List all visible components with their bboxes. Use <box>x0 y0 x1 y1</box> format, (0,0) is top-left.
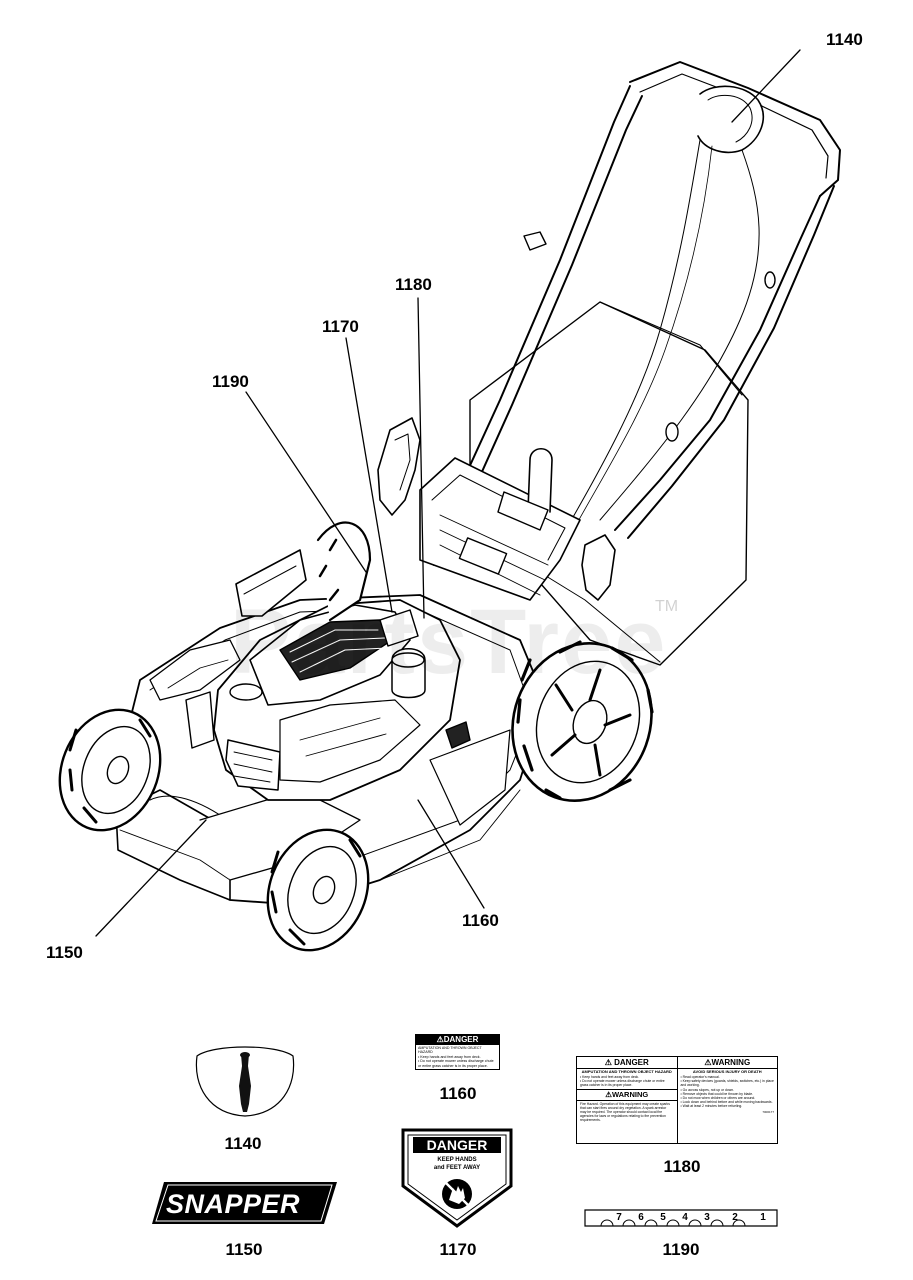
decal-1180-line: • Do not mow when children or others are… <box>680 1096 756 1101</box>
decal-1180-line: • Keep hands and feet away from deck. <box>580 1075 640 1079</box>
decal-1170: DANGER KEEP HANDS and FEET AWAY <box>401 1128 513 1228</box>
decal-1180-warning-right-header: ⚠WARNING <box>677 1057 777 1069</box>
decal-1140-grip <box>195 1046 295 1117</box>
decal-1180-line: • Go across slopes, not up or down. <box>680 1087 735 1092</box>
decal-1160-line: • Do not operate mower unless discharge … <box>418 1059 494 1068</box>
callout-1160: 1160 <box>462 911 499 930</box>
watermark: PartsTree <box>230 591 668 693</box>
decal-1160-label: 1160 <box>439 1084 477 1103</box>
scale-number: 4 <box>682 1212 688 1223</box>
decal-1180-line: • Wait at least 2 minutes before refueli… <box>680 1104 743 1109</box>
decal-1180-line: • Read operator's manual. <box>680 1075 720 1079</box>
decal-1160-line: AMPUTATION AND THROWN OBJECT HAZARD <box>418 1046 482 1055</box>
callout-1140: 1140 <box>826 30 863 49</box>
decal-1180-warning-right-body: • Read operator's manual. • Keep safety … <box>678 1074 778 1110</box>
callout-1180: 1180 <box>395 275 432 294</box>
decal-1150-logo: SNAPPER <box>152 1182 337 1224</box>
decal-1180-right: ⚠WARNING AVOID SERIOUS INJURY OR DEATH •… <box>677 1057 778 1143</box>
decal-1180-line: • Do not operate mower unless discharge … <box>580 1079 665 1088</box>
leader-lines <box>95 49 801 937</box>
scale-number: 3 <box>704 1212 710 1223</box>
decal-1180-line: • Keep safety devices (guards, shields, … <box>680 1079 774 1088</box>
decal-1160-text: AMPUTATION AND THROWN OBJECT HAZARD • Ke… <box>416 1045 499 1069</box>
scale-number: 2 <box>732 1212 738 1223</box>
decal-1160-header: ⚠DANGER <box>416 1035 499 1045</box>
callout-1150: 1150 <box>46 943 83 962</box>
decal-1180-danger-header: ⚠ DANGER <box>577 1057 677 1069</box>
handle-assembly <box>377 61 841 601</box>
engine <box>213 599 471 801</box>
callout-1170: 1170 <box>322 317 359 336</box>
decal-1170-header: DANGER <box>427 1137 488 1153</box>
decal-1190-label: 1190 <box>662 1240 700 1259</box>
decal-1140-label: 1140 <box>224 1134 262 1153</box>
decal-1170-line2: and FEET AWAY <box>434 1165 480 1171</box>
decal-1180-line: • Look down and behind before and while … <box>680 1100 773 1105</box>
decal-1180-danger-sub: AMPUTATION AND THROWN OBJECT HAZARD <box>581 1069 672 1074</box>
decal-1170-line1: KEEP HANDS <box>437 1157 476 1163</box>
rear-chute <box>419 447 581 601</box>
scale-number: 6 <box>638 1212 644 1223</box>
decal-1180-warning-left-header: ⚠WARNING <box>577 1088 677 1101</box>
decal-1160-line: • Keep hands and feet away from deck. <box>418 1054 481 1059</box>
height-adjuster <box>149 549 307 749</box>
decal-1170-label: 1170 <box>439 1240 477 1259</box>
callout-1190: 1190 <box>212 372 249 391</box>
decal-1190-scale: 7 6 5 4 3 2 1 <box>584 1209 778 1227</box>
decal-1180-danger-body: • Keep hands and feet away from deck. • … <box>577 1074 677 1089</box>
watermark-tm: TM <box>655 598 679 615</box>
decal-1180: ⚠ DANGER AMPUTATION AND THROWN OBJECT HA… <box>576 1056 778 1144</box>
decal-1180-left: ⚠ DANGER AMPUTATION AND THROWN OBJECT HA… <box>577 1057 678 1143</box>
decal-1180-code: 7000177 <box>762 1109 774 1114</box>
decal-1180-label: 1180 <box>663 1157 701 1176</box>
decal-1180-line: • Remove objects that could be thrown by… <box>680 1091 754 1096</box>
scale-number: 1 <box>760 1212 766 1223</box>
scale-number: 5 <box>660 1212 666 1223</box>
wheels <box>58 521 654 952</box>
decal-1160: ⚠DANGER AMPUTATION AND THROWN OBJECT HAZ… <box>415 1034 500 1070</box>
decal-1150-logo-text: SNAPPER <box>166 1189 300 1219</box>
decal-1180-warning-left-body: Fire Hazard. Operation of this equipment… <box>580 1101 670 1123</box>
scale-number: 7 <box>616 1212 622 1223</box>
decal-1180-warning-sub: AVOID SERIOUS INJURY OR DEATH <box>692 1069 762 1074</box>
decal-1150-label: 1150 <box>225 1240 263 1259</box>
